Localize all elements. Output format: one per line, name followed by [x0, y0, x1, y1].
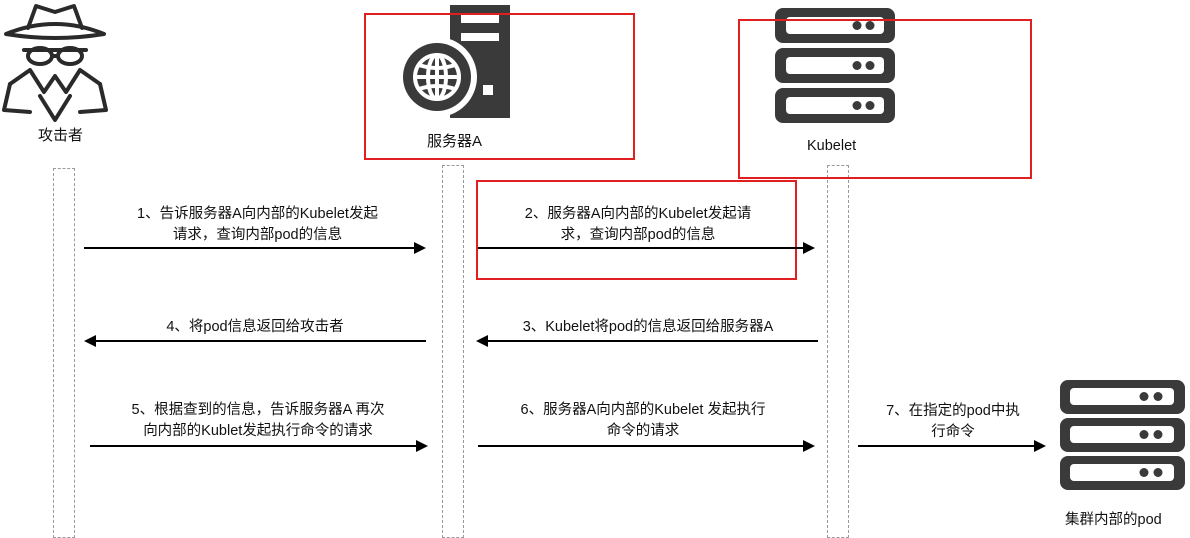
- message-1-label: 1、告诉服务器A向内部的Kubelet发起 请求，查询内部pod的信息: [85, 204, 430, 246]
- message-6-line-1: 6、服务器A向内部的Kubelet 发起执行: [520, 402, 766, 418]
- message-2-line-2: 求，查询内部pod的信息: [560, 227, 716, 243]
- server-globe-icon: [397, 5, 510, 118]
- message-3-line-1: 3、Kubelet将pod的信息返回给服务器A: [522, 319, 774, 335]
- cluster-pod-label: 集群内部的pod: [1065, 512, 1162, 528]
- message-4-line-1: 4、将pod信息返回给攻击者: [166, 319, 344, 335]
- message-4-label: 4、将pod信息返回给攻击者: [85, 317, 425, 338]
- attacker-label: 攻击者: [38, 127, 84, 144]
- spy-icon: [2, 4, 108, 122]
- kubelet-lifeline: [827, 165, 849, 538]
- message-7-arrow: [858, 440, 1046, 452]
- message-6-label: 6、服务器A向内部的Kubelet 发起执行 命令的请求: [478, 400, 808, 442]
- step-2-highlight: [476, 180, 797, 280]
- server-a-actor: 服务器A: [395, 5, 515, 155]
- message-1-line-1: 1、告诉服务器A向内部的Kubelet发起: [137, 206, 378, 222]
- server-a-label: 服务器A: [427, 133, 483, 150]
- message-1-line-2: 请求，查询内部pod的信息: [172, 227, 343, 243]
- message-7-line-1: 7、在指定的pod中执: [886, 403, 1020, 419]
- message-5-arrow: [90, 440, 428, 452]
- server-rack-icon: [775, 8, 895, 123]
- server-a-highlight: [364, 13, 635, 160]
- server-rack-icon: [1060, 380, 1185, 490]
- message-4-arrow: [84, 335, 426, 347]
- attacker-lifeline: [53, 168, 75, 538]
- message-3-label: 3、Kubelet将pod的信息返回给服务器A: [478, 317, 818, 338]
- message-2-label: 2、服务器A向内部的Kubelet发起请 求，查询内部pod的信息: [478, 204, 798, 246]
- message-1-arrow: [84, 242, 426, 254]
- kubelet-highlight: [738, 19, 1032, 179]
- message-6-line-2: 命令的请求: [606, 423, 680, 439]
- message-2-line-1: 2、服务器A向内部的Kubelet发起请: [524, 206, 752, 222]
- server-a-lifeline: [442, 165, 464, 538]
- message-6-arrow: [478, 440, 815, 452]
- message-3-arrow: [476, 335, 818, 347]
- cluster-pod-actor: 集群内部的pod: [1060, 380, 1190, 531]
- message-5-line-2: 向内部的Kublet发起执行命令的请求: [143, 423, 373, 439]
- message-7-label: 7、在指定的pod中执 行命令: [858, 401, 1048, 443]
- message-7-line-2: 行命令: [931, 424, 975, 440]
- message-5-line-1: 5、根据查到的信息，告诉服务器A 再次: [131, 402, 385, 418]
- message-5-label: 5、根据查到的信息，告诉服务器A 再次 向内部的Kublet发起执行命令的请求: [88, 400, 428, 442]
- message-2-arrow: [478, 242, 815, 254]
- attacker-actor: 攻击者: [0, 0, 110, 150]
- kubelet-label: Kubelet: [807, 138, 857, 154]
- kubelet-actor: Kubelet: [770, 8, 900, 158]
